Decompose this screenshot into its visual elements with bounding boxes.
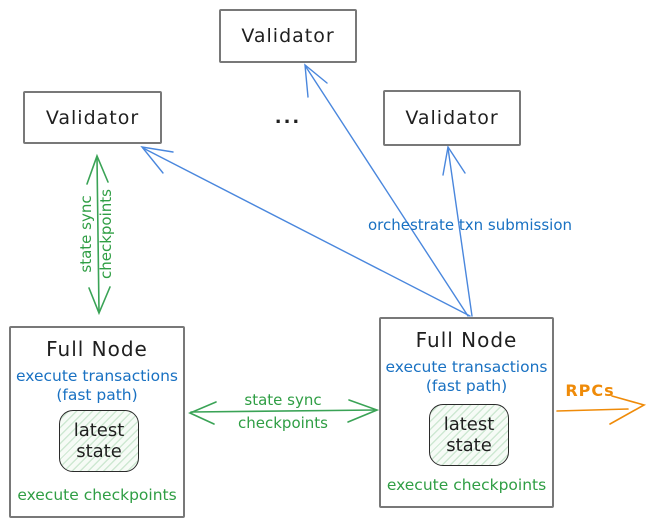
full-node-box-right: Full Node execute transactions (fast pat… (379, 317, 554, 508)
orchestrate-arrow-to-center-validator (304, 63, 469, 317)
latest-state-line2: state (76, 441, 122, 462)
state-sync-vertical-arrow (86, 153, 111, 316)
validator-label: Validator (45, 106, 140, 129)
latest-state-line2: state (446, 435, 492, 456)
full-node-fast-path-line2: (fast path) (425, 377, 508, 395)
validator-label: Validator (405, 107, 499, 129)
full-node-footer: execute checkpoints (386, 476, 547, 494)
rpcs-label: RPCs (565, 381, 615, 400)
validator-label: Validator (241, 25, 335, 47)
orchestrate-txn-submission-label: orchestrate txn submission (367, 216, 573, 234)
full-node-footer: execute checkpoints (17, 486, 177, 504)
state-sync-vertical-label-line2: checkpoints (97, 189, 115, 279)
latest-state-box: latest state (429, 404, 509, 466)
full-node-fast-path-line1: execute transactions (15, 367, 179, 385)
full-node-title: Full Node (415, 328, 518, 352)
state-sync-horizontal-arrow (188, 399, 380, 425)
state-sync-vertical-label: state sync checkpoints (76, 178, 122, 290)
validators-ellipsis: ... (274, 107, 302, 128)
state-sync-horizontal-label-line1: state sync (244, 391, 322, 409)
validator-box-left: Validator (23, 91, 162, 144)
state-sync-vertical-label-line1: state sync (77, 195, 95, 273)
validator-box-center: Validator (219, 9, 357, 63)
orchestrate-arrow-to-left-validator (140, 146, 471, 317)
full-node-fast-path-line2: (fast path) (56, 386, 138, 404)
orchestrate-arrow-to-right-validator (442, 145, 473, 317)
validator-box-right: Validator (383, 90, 521, 146)
latest-state-line1: latest (73, 420, 125, 441)
latest-state-box: latest state (59, 410, 139, 472)
state-sync-horizontal-label-line2: checkpoints (238, 414, 328, 432)
latest-state-line1: latest (443, 414, 495, 435)
rpcs-arrow (556, 395, 647, 425)
full-node-title: Full Node (46, 337, 148, 361)
full-node-box-left: Full Node execute transactions (fast pat… (9, 326, 185, 518)
full-node-fast-path-line1: execute transactions (385, 358, 548, 376)
